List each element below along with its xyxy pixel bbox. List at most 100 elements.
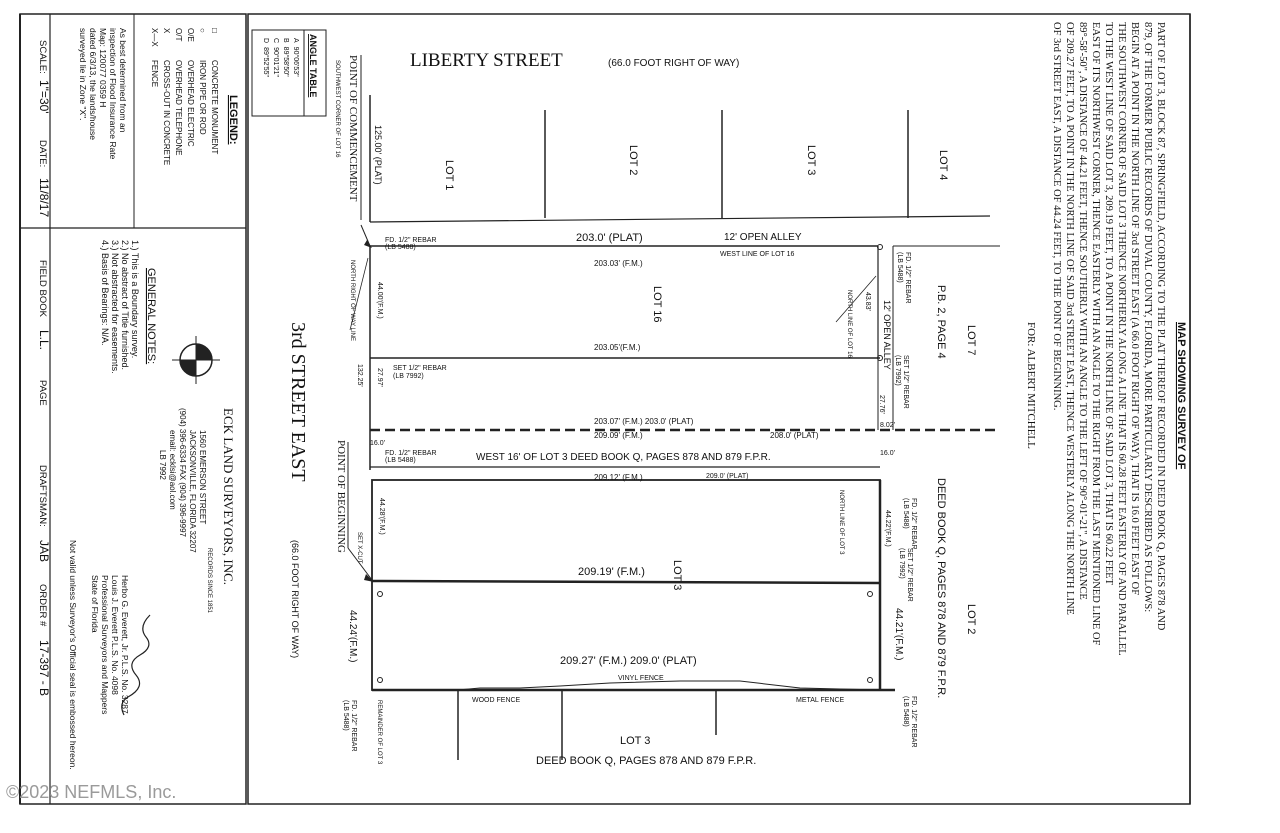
svg-text:(LB 5488): (LB 5488) [342,700,349,731]
draftsman-value: JAB [37,540,51,562]
angle-row: A90°06'53" [292,38,300,77]
north-line-lot3: NORTH LINE OF LOT 3 [838,490,844,555]
signature-block: Herbo G. Everett, Jr. P.L.S. No. 3287 Lo… [68,540,151,770]
legend-label: CONCRETE MONUMENT [210,60,219,154]
dim-43-83: 43.83' [864,292,871,311]
svg-text:POINT OF BEGINNING: POINT OF BEGINNING [335,440,347,553]
scale-value: 1"=30' [37,80,51,114]
metal-fence-label: METAL FENCE [796,697,845,704]
svg-text:27.76': 27.76' [878,395,885,414]
deed-east-label: DEED BOOK Q, PAGES 878 AND 879 F.P.R. [935,478,947,698]
company-block: ECK LAND SURVEYORS, INC. RECORDS SINCE 1… [158,336,236,614]
alley-east: FD. 1/2" REBAR (LB 5488) 12' OPEN ALLEY … [877,245,1000,430]
svg-text:(LB 5488): (LB 5488) [902,498,909,529]
legend-sym: X—X [150,28,159,47]
desc-line: OF 209.27 FEET, TO A POINT IN THE NORTH … [1064,22,1075,615]
company-name: ECK LAND SURVEYORS, INC. [221,408,236,585]
lot-7-label: LOT 7 [965,325,977,355]
svg-text:FD. 1/2" REBAR: FD. 1/2" REBAR [910,696,917,748]
page-label: PAGE [37,380,48,406]
company-phone: (904) 396-6334 FAX (904) 396-9997 [178,408,187,538]
legend-sym: O/E [186,28,195,42]
desc-line: 879, OF THE FORMER PUBLIC RECORDS OF DUV… [1142,22,1153,612]
dim-132-25: 132.25' [356,364,363,387]
lot-3-south-label: LOT 3 [620,735,650,747]
remainder-label: REMAINDER OF LOT 3 [376,700,382,765]
field-book-label: FIELD BOOK [37,260,48,318]
dim-203-07: 203.07' (F.M.) 203.0' (PLAT) [594,417,694,426]
map-title: MAP SHOWING SURVEY OF [1175,322,1187,470]
order-label: ORDER # [37,584,48,627]
company-lb: LB 7992 [158,450,167,480]
lot-3-label: LOT 3 [805,145,817,175]
sig-line: State of Florida [90,575,100,633]
svg-text:(LB 5488): (LB 5488) [385,457,416,464]
description-lines: PART OF LOT 3, BLOCK 87, SPRINGFIELD, AC… [1051,22,1166,656]
company-since: RECORDS SINCE 1851 [206,548,212,614]
deed-south-label: DEED BOOK Q, PAGES 878 AND 879 F.P.R. [536,755,756,767]
desc-line: EAST OF ITS NORTHWEST CORNER, THENCE EAS… [1090,22,1101,646]
svg-text:8.02': 8.02' [880,422,895,429]
dim-44-00: 44.00'(F.M.) [376,282,383,319]
desc-line: PART OF LOT 3, BLOCK 87, SPRINGFIELD, AC… [1155,22,1166,631]
rebar-nw: FD. 1/2" REBAR [385,237,437,244]
dim-209-19: 209.19' (F.M.) [578,566,645,578]
legend: LEGEND: □ CONCRETE MONUMENT ○ IRON PIPE … [20,14,247,804]
flood-line: As best determined from an [118,28,128,133]
wood-fence-label: WOOD FENCE [472,697,521,704]
general-notes: GENERAL NOTES: 1.) This is a Boundary su… [100,240,157,374]
legend-sym: ○ [198,28,207,33]
angle-table-title: ANGLE TABLE [308,34,318,97]
angle-row: D89°52'55" [262,38,270,78]
dim-27-97: 27.97' [376,368,383,387]
flood-line: surveyed lie in Zone "X". [78,28,88,121]
point-of-beginning: POINT OF BEGINNING SET X-CUT [335,440,374,582]
for-line: FOR: ALBERT MITCHELL [1025,322,1037,449]
flood-line: dated 6/3/13, the lands/house [88,28,98,140]
west16-label: WEST 16' OF LOT 3 DEED BOOK Q, PAGES 878… [476,452,771,463]
lot-4-label: LOT 4 [937,150,949,180]
company-email: email: ecklsi@aol.com [168,430,177,510]
rebar-mid: SET 1/2" REBAR [393,365,447,372]
desc-line: TO THE WEST LINE OF SAID LOT 3, 209.19 F… [1103,22,1114,586]
company-logo-icon [172,336,220,384]
svg-text:SET 1/2" REBAR: SET 1/2" REBAR [906,548,913,602]
lot-16: FD. 1/2" REBAR (LB 5488) 203.0' (PLAT) 1… [349,232,880,470]
sig-line: Louis J. Everett P.L.S. No. 4098 [110,575,120,695]
svg-text:FD. 1/2" REBAR: FD. 1/2" REBAR [350,700,357,752]
third-street-label: 3rd STREET EAST [287,322,309,482]
legend-sym: X [162,28,171,34]
lot-2-label: LOT 2 [627,145,639,175]
dim-203-05: 203.05'(F.M.) [594,343,641,352]
alley-label: 12' OPEN ALLEY [724,232,802,243]
map-description: MAP SHOWING SURVEY OF PART OF LOT 3, BLO… [1025,22,1187,656]
legend-label: CROSS-OUT IN CONCRETE [162,60,171,165]
sig-line: Professional Surveyors and Mappers [100,575,110,714]
dim-208-plat: 208.0' (PLAT) [770,431,819,440]
lb-mid: (LB 7992) [393,373,424,380]
svg-text:SOUTHWEST CORNER OF LOT 16: SOUTHWEST CORNER OF LOT 16 [334,60,340,158]
desc-line: THE SOUTHWEST CORNER OF SAID LOT 3 THENC… [1116,22,1127,656]
angle-table: ANGLE TABLE A90°06'53" B89°58'50" C90°01… [251,29,327,117]
desc-line: OF 3rd STREET EAST, A DISTANCE OF 44.24 … [1051,22,1062,410]
south-area: WOOD FENCE VINYL FENCE METAL FENCE REMAI… [342,675,917,767]
dim-125: 125.00' (PLAT) [373,125,383,185]
alley-label-2: 12' OPEN ALLEY [882,300,892,370]
note-item: 2.) No abstract of Title furnished. [120,240,130,370]
lb-nw: (LB 5488) [385,244,416,251]
title-block: SCALE: 1"=30' DATE: 11/8/17 FIELD BOOK L… [37,14,51,804]
svg-text:FD. 1/2" REBAR: FD. 1/2" REBAR [910,498,917,550]
dim-203-plat: 203.0' (PLAT) [576,232,643,244]
note-item: 1.) This is a Boundary survey. [130,240,140,358]
dim-209-09: 209.09' (F.M.) [594,431,643,440]
legend-label: OVERHEAD ELECTRIC [186,60,195,147]
field-book-value: L.L. [37,330,51,350]
svg-text:SET 1/2" REBAR: SET 1/2" REBAR [902,355,909,409]
point-of-commencement: POINT OF COMMENCEMENT SOUTHWEST CORNER O… [334,55,372,248]
company-addr1: 1560 EMERSON STREET [198,430,207,524]
liberty-row-label: (66.0 FOOT RIGHT OF WAY) [608,58,739,69]
scale-label: SCALE: [37,40,48,74]
north-row-line: NORTH RIGHT OF WAY LINE [349,260,355,341]
desc-line: BEGIN AT A POINT IN THE NORTH LINE OF 3r… [1129,22,1140,595]
third-row-label: (66.0 FOOT RIGHT OF WAY) [290,540,300,658]
